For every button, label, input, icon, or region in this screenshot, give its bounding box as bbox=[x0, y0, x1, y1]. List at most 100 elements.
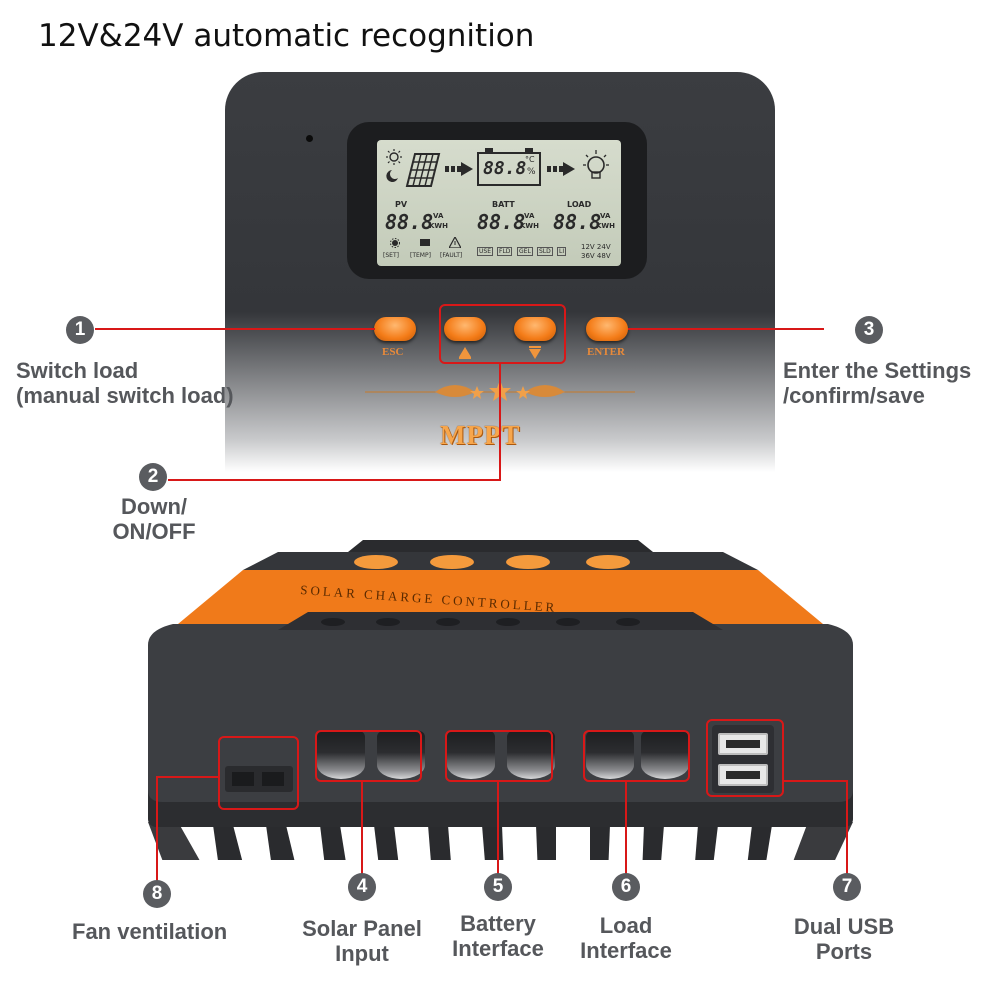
batt-unit-kwh: KWH bbox=[520, 222, 540, 230]
esc-label: ESC bbox=[382, 346, 404, 358]
callout-1-label: Switch load (manual switch load) bbox=[16, 358, 234, 408]
leader-line-2v bbox=[499, 364, 501, 481]
pv-label: PV bbox=[395, 200, 408, 209]
lcd-display: 88.8 °C % PV BATT LOAD 88.8 VA KWH 88.8 … bbox=[377, 140, 621, 266]
leader-line-8v bbox=[156, 776, 158, 882]
esc-button[interactable] bbox=[374, 317, 416, 341]
enter-button[interactable] bbox=[586, 317, 628, 341]
leader-line-2h bbox=[168, 479, 501, 481]
callout-number-2: 2 bbox=[139, 463, 167, 491]
callout-3-line1: Enter the Settings bbox=[783, 358, 972, 383]
up-button[interactable] bbox=[444, 317, 486, 341]
batt-unit-va: VA bbox=[524, 212, 535, 220]
solar-terminal-negative[interactable] bbox=[377, 731, 425, 779]
percent-unit: % bbox=[527, 167, 536, 177]
sun-moon-icon bbox=[386, 149, 402, 182]
callout-7-label: Dual USB Ports bbox=[780, 914, 908, 964]
load-terminal-negative[interactable] bbox=[641, 731, 689, 779]
callout-2-line1: Down/ bbox=[121, 494, 187, 519]
callout-6-label: Load Interface bbox=[565, 913, 687, 963]
callout-number-5: 5 bbox=[484, 873, 512, 901]
callout-number-6: 6 bbox=[612, 873, 640, 901]
battery-terminal bbox=[525, 148, 533, 152]
callout-box-solar bbox=[315, 730, 422, 782]
batt-label: BATT bbox=[492, 200, 515, 209]
voltage-options-row2: 36V 48V bbox=[581, 252, 611, 260]
callout-1-line2: (manual switch load) bbox=[16, 383, 234, 408]
pv-unit-kwh: KWH bbox=[429, 222, 449, 230]
battery-terminal-positive[interactable] bbox=[447, 731, 495, 779]
battery-type-gel: GEL bbox=[517, 247, 533, 256]
callout-number-8: 8 bbox=[143, 880, 171, 908]
load-value: 88.8 bbox=[553, 210, 602, 234]
callout-2-line2: ON/OFF bbox=[112, 519, 196, 544]
leader-line-8h bbox=[156, 776, 220, 778]
callout-3-line2: /confirm/save bbox=[783, 383, 925, 408]
arrow-right-icon bbox=[445, 162, 473, 176]
usb-port-top[interactable] bbox=[718, 733, 768, 755]
arrow-right-icon bbox=[547, 162, 575, 176]
controller-side-view bbox=[148, 540, 853, 860]
temp-unit: °C bbox=[525, 155, 535, 164]
callout-number-7: 7 bbox=[833, 873, 861, 901]
status-temp: [TEMP] bbox=[410, 252, 431, 259]
battery-type-li: LI bbox=[557, 247, 567, 256]
fan-vent-slot bbox=[262, 772, 284, 786]
mppt-logo: MPPT bbox=[440, 420, 521, 450]
enter-label: ENTER bbox=[587, 346, 625, 358]
callout-6-line1: Load bbox=[599, 913, 653, 938]
load-terminal-positive[interactable] bbox=[586, 731, 634, 779]
callout-number-3: 3 bbox=[855, 316, 883, 344]
callout-2-label: Down/ ON/OFF bbox=[106, 494, 202, 544]
callout-5-line2: Interface bbox=[452, 936, 544, 961]
gear-icon bbox=[390, 238, 400, 248]
battery-type-fld: FLD bbox=[497, 247, 513, 256]
callout-4-label: Solar Panel Input bbox=[286, 916, 438, 966]
solar-panel-icon bbox=[405, 153, 441, 187]
fan-vent-slot bbox=[232, 772, 254, 786]
callout-box-updown bbox=[439, 304, 566, 364]
callout-4-line2: Input bbox=[335, 941, 389, 966]
load-unit-va: VA bbox=[600, 212, 611, 220]
battery-terminal bbox=[485, 148, 493, 152]
battery-type-use: USE bbox=[477, 247, 493, 256]
battery-level-readout: 88.8 bbox=[483, 158, 527, 179]
callout-box-battery bbox=[445, 730, 553, 782]
pv-value: 88.8 bbox=[385, 210, 434, 234]
solar-terminal-positive[interactable] bbox=[317, 731, 365, 779]
callout-box-fan bbox=[218, 736, 299, 810]
page-title: 12V&24V automatic recognition bbox=[38, 18, 535, 54]
load-label: LOAD bbox=[567, 200, 592, 209]
leader-line-1 bbox=[95, 328, 375, 330]
callout-5-label: Battery Interface bbox=[434, 911, 562, 961]
down-triangle-icon bbox=[529, 349, 541, 359]
callout-6-line2: Interface bbox=[580, 938, 672, 963]
callout-3-label: Enter the Settings /confirm/save bbox=[783, 358, 971, 408]
callout-number-1: 1 bbox=[66, 316, 94, 344]
callout-4-line1: Solar Panel bbox=[302, 916, 422, 941]
status-fault: [FAULT] bbox=[440, 252, 463, 259]
up-underline bbox=[459, 357, 471, 359]
voltage-options-row1: 12V 24V bbox=[581, 243, 611, 251]
bulb-icon bbox=[583, 150, 609, 179]
leader-line-7v bbox=[846, 780, 848, 875]
leader-line-7h bbox=[784, 780, 848, 782]
indicator-hole bbox=[306, 135, 313, 142]
thermometer-icon bbox=[420, 239, 430, 246]
battery-icon bbox=[477, 152, 541, 186]
down-button[interactable] bbox=[514, 317, 556, 341]
battery-type-sld: SLD bbox=[537, 247, 553, 256]
callout-box-usb bbox=[706, 719, 784, 797]
callout-1-line1: Switch load bbox=[16, 358, 139, 383]
warning-icon bbox=[449, 237, 461, 248]
callout-number-4: 4 bbox=[348, 873, 376, 901]
callout-7-line1: Dual USB bbox=[793, 914, 895, 939]
battery-terminal-negative[interactable] bbox=[507, 731, 555, 779]
pv-unit-va: VA bbox=[433, 212, 444, 220]
usb-port-bottom[interactable] bbox=[718, 764, 768, 786]
load-unit-kwh: KWH bbox=[596, 222, 616, 230]
leader-line-3 bbox=[628, 328, 824, 330]
callout-7-line2: Ports bbox=[815, 939, 873, 964]
callout-box-load bbox=[583, 730, 690, 782]
callout-8-label: Fan ventilation bbox=[72, 919, 228, 944]
